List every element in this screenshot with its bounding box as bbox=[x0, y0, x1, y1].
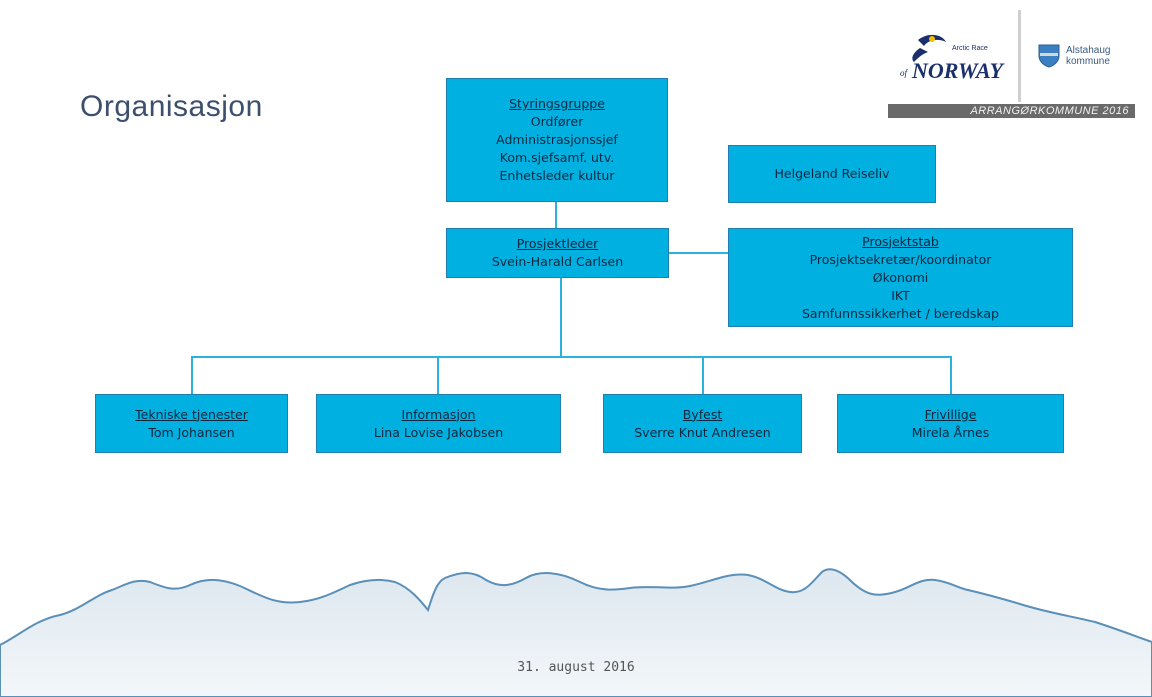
prosjektstab-item: Økonomi bbox=[872, 269, 929, 285]
helgeland-reiseliv-box: Helgeland Reiseliv bbox=[728, 145, 936, 203]
arrangor-banner: ARRANGØRKOMMUNE 2016 bbox=[888, 104, 1135, 118]
connector-line bbox=[560, 278, 562, 358]
logo-divider bbox=[1018, 10, 1021, 102]
tekniske-tjenester-name: Tom Johansen bbox=[148, 424, 235, 440]
logo-area: Arctic Race of NORWAY Alstahaug kommune bbox=[880, 10, 1152, 120]
kommune-logo: Alstahaug kommune bbox=[1038, 44, 1110, 68]
kommune-shield-icon bbox=[1038, 44, 1060, 68]
norway-text: NORWAY bbox=[911, 58, 1005, 83]
tekniske-tjenester-heading: Tekniske tjenester bbox=[135, 406, 248, 422]
connector-line bbox=[191, 356, 193, 394]
kommune-name: Alstahaug kommune bbox=[1066, 45, 1111, 67]
prosjektstab-item: IKT bbox=[891, 287, 910, 303]
arctic-race-logo: Arctic Race of NORWAY bbox=[900, 34, 1005, 83]
prosjektstab-heading: Prosjektstab bbox=[862, 233, 939, 249]
styringsgruppe-member: Kom.sjefsamf. utv. bbox=[499, 150, 615, 165]
connector-line bbox=[191, 356, 952, 358]
styringsgruppe-member: Administrasjonssjef bbox=[496, 132, 618, 147]
connector-line bbox=[950, 356, 952, 394]
byfest-heading: Byfest bbox=[682, 406, 723, 422]
footer-date: 31. august 2016 bbox=[517, 660, 635, 675]
connector-line bbox=[669, 252, 729, 254]
informasjon-box: Informasjon Lina Lovise Jakobsen bbox=[316, 394, 561, 453]
prosjektleder-heading: Prosjektleder bbox=[516, 236, 599, 251]
prosjektstab-item: Samfunnssikkerhet / beredskap bbox=[802, 305, 999, 321]
helgeland-reiseliv-label: Helgeland Reiseliv bbox=[774, 166, 890, 181]
styringsgruppe-member: Ordfører bbox=[530, 114, 584, 129]
styringsgruppe-heading: Styringsgruppe bbox=[509, 96, 605, 111]
informasjon-name: Lina Lovise Jakobsen bbox=[373, 424, 504, 440]
frivillige-box: Frivillige Mirela Årnes bbox=[837, 394, 1064, 453]
prosjektleder-name: Svein-Harald Carlsen bbox=[491, 254, 624, 269]
connector-line bbox=[702, 356, 704, 394]
of-text: of bbox=[900, 68, 909, 78]
byfest-name: Sverre Knut Andresen bbox=[634, 424, 771, 440]
prosjektleder-box: Prosjektleder Svein-Harald Carlsen bbox=[446, 228, 669, 278]
frivillige-name: Mirela Årnes bbox=[911, 424, 990, 440]
connector-line bbox=[555, 202, 557, 228]
byfest-box: Byfest Sverre Knut Andresen bbox=[603, 394, 802, 453]
prosjektstab-box: Prosjektstab Prosjektsekretær/koordinato… bbox=[728, 228, 1073, 327]
styringsgruppe-box: Styringsgruppe Ordfører Administrasjonss… bbox=[446, 78, 668, 202]
page-title: Organisasjon bbox=[80, 90, 263, 123]
mountain-silhouette bbox=[0, 568, 1152, 697]
tekniske-tjenester-box: Tekniske tjenester Tom Johansen bbox=[95, 394, 288, 453]
connector-line bbox=[437, 356, 439, 394]
prosjektstab-item: Prosjektsekretær/koordinator bbox=[809, 251, 992, 267]
arctic-race-text: Arctic Race bbox=[952, 45, 988, 52]
informasjon-heading: Informasjon bbox=[401, 406, 476, 422]
frivillige-heading: Frivillige bbox=[924, 406, 977, 422]
styringsgruppe-member: Enhetsleder kultur bbox=[499, 168, 615, 183]
